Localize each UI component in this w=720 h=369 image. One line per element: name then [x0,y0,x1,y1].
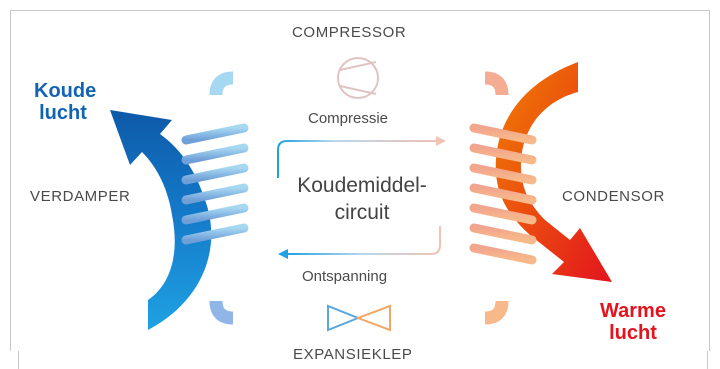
warm-air-label-line1: Warme [600,300,666,322]
cold-air-arrow [110,110,212,330]
condenser-label: CONDENSOR [562,188,665,205]
circuit-label-line1: Koudemiddel- [297,174,427,197]
pipe-corner-br [484,300,509,325]
cold-air-label: Koude lucht [34,80,97,124]
pipe-corner-bl [209,300,234,325]
evaporator-coil [181,123,249,245]
expansion-valve-label: EXPANSIEKLEP [293,346,413,363]
compressor-label: COMPRESSOR [292,24,407,41]
expansion-valve-symbol [326,304,392,332]
warm-air-label-line2: lucht [609,322,657,344]
warm-air-label: Warme lucht [600,300,666,344]
compressor-symbol [337,57,379,99]
expansion-flow-label: Ontspanning [302,268,388,285]
frame-edge-left [18,351,19,369]
cold-air-label-line1: Koude [34,80,97,102]
circuit-label-line2: circuit [334,201,390,224]
circuit-label: Koudemiddel- circuit [284,172,440,226]
frame-edge-right [707,351,708,369]
pipe-corner-tr [484,71,509,96]
warm-air-arrow [495,62,612,282]
condenser-coil [469,123,537,265]
compression-label: Compressie [308,110,389,127]
pipe-corner-tl [209,71,234,96]
expansion-flow-arrow [278,226,441,259]
evaporator-label: VERDAMPER [30,188,131,205]
cold-air-label-line2: lucht [39,102,87,124]
compression-arrow [277,136,446,178]
